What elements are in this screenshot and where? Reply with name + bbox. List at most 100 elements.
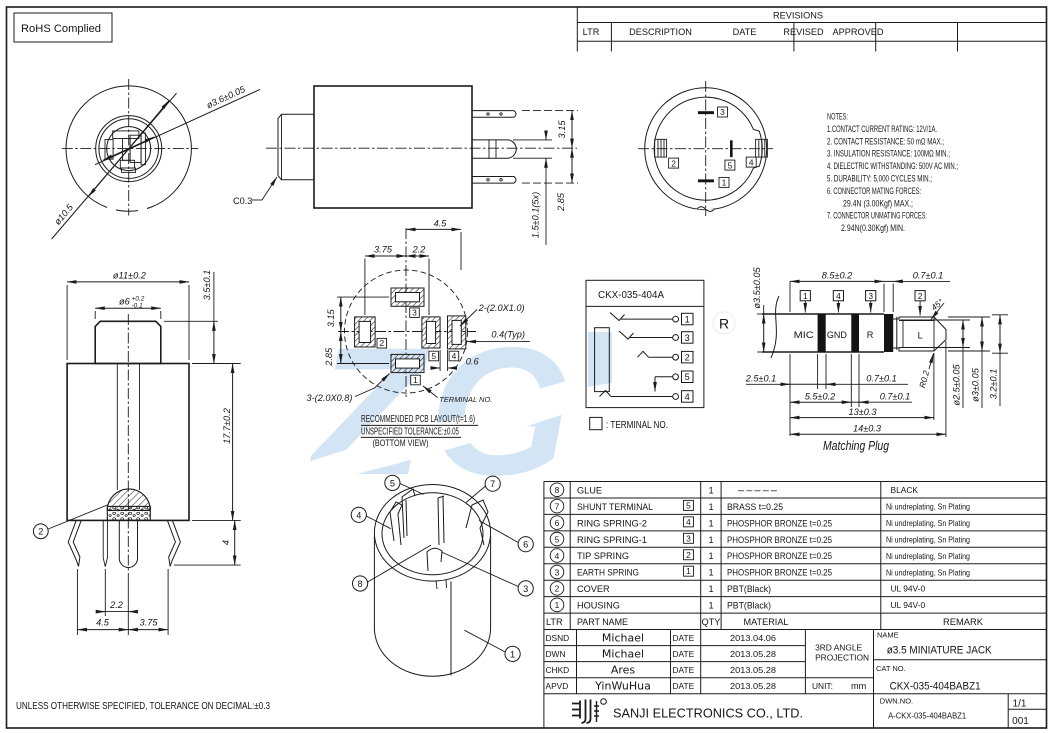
pcb-caption-1: RECOMMENDED PCB LAYOUT(t=1.6) (361, 414, 475, 425)
svg-text:-----: ----- (737, 485, 778, 495)
notes-block: NOTES: 1.CONTACT CURRENT RATING: 12V/1A.… (827, 112, 958, 234)
svg-text:MATERIAL: MATERIAL (744, 617, 789, 627)
svg-text:2: 2 (918, 291, 923, 301)
svg-text:3: 3 (555, 567, 560, 577)
svg-text:BRASS t=0.25: BRASS t=0.25 (727, 502, 783, 512)
svg-text:4: 4 (452, 351, 457, 361)
jack-callout-2: 2 (32, 504, 109, 540)
svg-text:1: 1 (708, 485, 713, 495)
svg-text:2013.05.28: 2013.05.28 (730, 665, 776, 675)
plug-caption: Matching Plug (823, 438, 890, 453)
svg-text:R: R (719, 316, 729, 332)
schematic-terminal-2: 2 (681, 350, 694, 364)
svg-text:1: 1 (708, 502, 713, 512)
svg-text:2013.05.28: 2013.05.28 (730, 681, 776, 691)
revisions-col-approved: APPROVED (832, 27, 883, 37)
svg-text:7: 7 (490, 479, 495, 489)
parts-table-header: LTR PART NAME QTY MATERIAL REMARK (546, 617, 984, 627)
rear-terminal-3: 3 (717, 106, 728, 118)
note-line-6: 6. CONNECTOR MATING FORCES: (827, 186, 921, 196)
watermark-logo: ZG R (222, 309, 736, 513)
svg-text:4: 4 (685, 392, 690, 402)
rohs-box: RoHS Complied (13, 12, 113, 43)
rear-terminal-4: 4 (745, 156, 757, 168)
front-view: ø3.6±0.05 ø10.5 (51, 79, 261, 240)
svg-text:COVER: COVER (577, 584, 610, 594)
svg-text:5: 5 (686, 500, 691, 510)
svg-text:8: 8 (555, 485, 560, 495)
titleblock-dwn-value: A-CKX-035-404BABZ1 (888, 711, 966, 721)
svg-text:DATE: DATE (673, 649, 695, 659)
revisions-table: REVISIONS LTR DESCRIPTION DATE REVISED A… (576, 7, 1047, 52)
jack-dim-pin-len: 4 (221, 540, 231, 545)
plug-dim-07c: 0.7±0.1 (880, 392, 911, 402)
pcb-label-terminal: TERMINAL NO. (439, 395, 492, 404)
titleblock-signoff-apvd: APVD YinWuHua DATE 2013.05.28 (546, 679, 777, 692)
tolerance-note: UNLESS OTHERWISE SPECIFIED, TOLERANCE ON… (16, 701, 270, 712)
jack-dim-cap-h: 3.5±0.1 (202, 270, 212, 301)
titleblock-cat-value: CKX-035-404BABZ1 (890, 681, 981, 693)
revisions-col-date: DATE (733, 27, 757, 37)
svg-text:PBT(Black): PBT(Black) (727, 601, 771, 611)
svg-text:1: 1 (555, 600, 560, 610)
parts-row-6: 6 RING SPRING-2 4 1 PHOSPHOR BRONZE t=0.… (549, 515, 970, 530)
jack-dia-body: ø11±0.2 (113, 271, 146, 281)
rear-terminal-5: 5 (724, 159, 736, 171)
jack-dim-left: 4.5 (96, 618, 110, 628)
schematic-title: CKX-035-404A (598, 290, 664, 301)
titleblock-page: 1/1 (1013, 699, 1027, 710)
housing-callout-6: 6 (478, 520, 534, 553)
svg-text:8: 8 (358, 579, 363, 589)
housing-callout-1: 1 (464, 629, 521, 663)
svg-text:QTY: QTY (702, 617, 721, 627)
svg-text:LTR: LTR (546, 617, 563, 627)
svg-text:6: 6 (523, 540, 528, 550)
side-chamfer-label: C0.3 (233, 196, 252, 206)
note-line-7: 29.4N (3.00Kgf) MAX.; (843, 198, 913, 208)
front-dia-outer-label: ø10.5 (52, 202, 75, 227)
svg-text:UL 94V-0: UL 94V-0 (891, 584, 926, 594)
svg-text:1: 1 (708, 568, 713, 578)
svg-text:Michael: Michael (602, 631, 644, 644)
plug-section-mic: MIC (794, 330, 814, 340)
svg-text:1: 1 (686, 566, 691, 576)
plug-section-gnd: GND (827, 330, 847, 340)
parts-row-5: 5 RING SPRING-1 3 1 PHOSPHOR BRONZE t=0.… (549, 531, 970, 547)
titleblock-signoff-chkd: CHKD Ares DATE 2013.05.28 (546, 663, 777, 676)
svg-text:EARTH SPRING: EARTH SPRING (577, 568, 639, 578)
notes-title: NOTES: (827, 112, 848, 122)
svg-text:1: 1 (708, 518, 713, 528)
svg-text:3: 3 (686, 533, 691, 543)
svg-text:2: 2 (38, 527, 43, 537)
svg-text:PBT(Black): PBT(Black) (727, 584, 771, 594)
housing-springs (389, 488, 489, 572)
svg-text:7: 7 (555, 501, 560, 511)
titleblock-unit-label: UNIT: (812, 681, 833, 691)
jack-dim-right: 3.75 (140, 618, 159, 628)
company-name: SANJI ELECTRONICS CO., LTD. (613, 707, 803, 721)
pcb-terminal-4: 4 (448, 350, 460, 362)
sheet-border (5, 6, 1048, 729)
titleblock-projection-1: 3RD ANGLE (815, 643, 862, 653)
svg-text:Ares: Ares (611, 663, 636, 676)
parts-row-4: 4 TIP SPRING 2 1 PHOSPHOR BRONZE t=0.25 … (549, 548, 970, 563)
housing-callout-3: 3 (441, 551, 534, 597)
titleblock-cat-label: CAT NO. (876, 664, 906, 673)
housing-callout-8: 8 (352, 544, 432, 592)
svg-text:UL 94V-0: UL 94V-0 (891, 600, 926, 610)
svg-text:Ni undreplating, Sn Plating: Ni undreplating, Sn Plating (886, 534, 970, 544)
plug-dia-35: ø3.5±0.05 (752, 266, 762, 308)
svg-text:4: 4 (686, 517, 691, 527)
pcb-dim-gap: 0.6 (466, 357, 480, 367)
svg-text:1: 1 (413, 375, 418, 385)
jack-view: ø11±0.2 ø6 +0.2 -0.1 3.5±0.1 17.7±0.2 4 … (32, 270, 241, 635)
plug-dim-07b: 0.7±0.1 (866, 374, 897, 384)
svg-text:BLACK: BLACK (891, 485, 919, 495)
pcb-layout-view: 3 2 5 4 1 4.5 3.75 2.2 3.15 2.85 (307, 218, 530, 448)
schematic-legend-box (589, 416, 603, 431)
jack-dim-body-h: 17.7±0.2 (222, 408, 232, 444)
svg-text:4: 4 (356, 510, 361, 520)
svg-text:REMARK: REMARK (943, 617, 984, 627)
pcb-label-pads2: 2-(2.0X1.0) (478, 303, 525, 313)
svg-text:1: 1 (708, 601, 713, 611)
